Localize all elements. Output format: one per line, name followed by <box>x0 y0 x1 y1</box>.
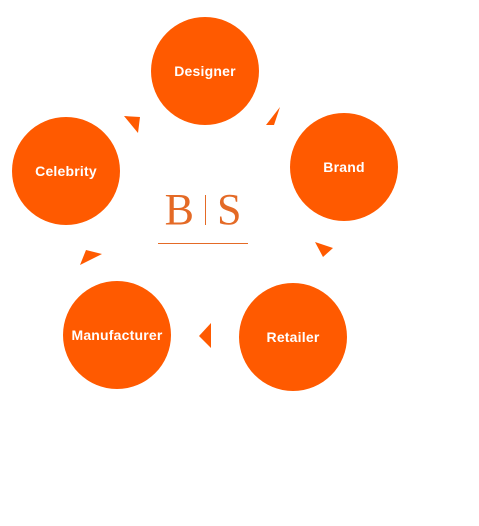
arrow-designer-to-brand <box>266 107 280 125</box>
arrow-brand-to-retailer <box>315 242 333 257</box>
arrow-retailer-to-manufacturer <box>199 323 211 348</box>
logo-underline <box>158 243 248 244</box>
brand-logo: B S <box>158 186 248 246</box>
logo-letter-b: B <box>164 185 194 234</box>
arrow-manufacturer-to-celebrity <box>80 250 102 265</box>
node-brand: Brand <box>290 113 398 221</box>
arrow-celebrity-to-designer <box>124 116 140 133</box>
logo-divider <box>204 195 206 225</box>
logo-letter-s: S <box>216 185 242 234</box>
